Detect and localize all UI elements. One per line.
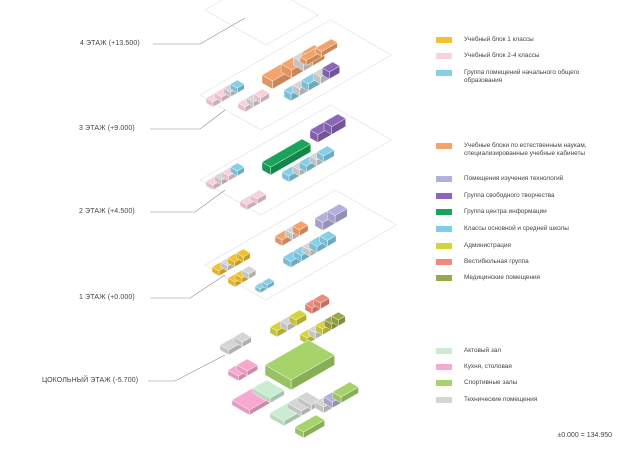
legend-swatch: [436, 243, 452, 249]
elevation-note: ±0.000 = 134.950: [557, 432, 612, 439]
room-block-top-creativity: [321, 61, 341, 73]
legend-swatch: [436, 348, 452, 354]
floor-label-1: 1 ЭТАЖ (+0.000): [79, 294, 135, 301]
legend-label: Группа помещений начального общего образ…: [464, 69, 580, 84]
legend-label: Вестибюльная группа: [464, 258, 529, 265]
leader-floor-1: [150, 274, 226, 299]
leader-floor-basement: [148, 354, 226, 382]
floor-plate-3: [199, 19, 393, 131]
legend-label: Классы основной и средней школы: [464, 225, 569, 232]
room-block-top-science: [291, 220, 309, 231]
room-block-top-technical: [233, 331, 252, 343]
floor-label-4: 4 ЭТАЖ (+13.500): [80, 40, 140, 47]
room-block-top-sports: [331, 381, 359, 398]
floor-label-2: 2 ЭТАЖ (+4.500): [79, 208, 135, 215]
floor-label-basement: ЦОКОЛЬНЫЙ ЭТАЖ (-5.700): [42, 377, 139, 384]
room-block-top-creativity: [323, 113, 347, 127]
legend-label: Технические помещения: [464, 396, 538, 403]
room-block-top-technology: [326, 203, 348, 216]
legend-label: Учебный блок 2-4 классы: [464, 52, 540, 59]
legend-label: Актовый зал: [464, 347, 502, 354]
room-block-top-sports: [294, 414, 325, 433]
leader-floor-2: [150, 189, 226, 213]
room-block-top-lobby: [313, 293, 330, 304]
legend-swatch: [436, 380, 452, 386]
room-block-top-primary_general: [229, 79, 245, 89]
room-block-top-primary_2_4: [253, 88, 270, 99]
room-block-top-sports: [264, 339, 336, 381]
legend-swatch: [436, 209, 452, 215]
legend-swatch: [436, 143, 452, 149]
room-block-top-kitchen: [236, 358, 258, 372]
room-block-top-medical: [330, 311, 346, 321]
room-block-top-info_center: [261, 138, 312, 168]
room-block-top-primary_2_4: [250, 189, 267, 200]
room-block-top-science: [315, 38, 338, 52]
room-block-top-primary_general: [319, 230, 337, 241]
leader-floor-4: [153, 17, 246, 45]
room-blocks: [205, 38, 359, 439]
legend-swatch: [436, 397, 452, 403]
legend-label: Кухня, столовая: [464, 363, 512, 370]
room-block-top-primary_general: [229, 162, 245, 172]
legend-label: Учебный блок 1 классы: [464, 36, 534, 43]
leader-floor-3: [150, 109, 226, 130]
floor-plate-1: [204, 189, 398, 301]
legend-swatch: [436, 37, 452, 43]
room-block-top-technical: [241, 265, 257, 275]
floor-label-3: 3 ЭТАЖ (+9.000): [79, 125, 135, 132]
legend-label: Администрация: [464, 242, 511, 249]
legend-swatch: [436, 70, 452, 76]
legend-label: Медицинские помещения: [464, 274, 541, 281]
legend-swatch: [436, 193, 452, 199]
room-block-top-primary_general: [261, 277, 275, 286]
legend-label: Группа свободного творчества: [464, 192, 555, 199]
legend-label: Группа центра информации: [464, 208, 547, 215]
leader-lines: [148, 17, 246, 382]
room-block-top-primary_general: [316, 145, 335, 157]
room-block-top-assembly: [252, 379, 285, 399]
room-block-top-admin: [288, 309, 307, 321]
legend-swatch: [436, 226, 452, 232]
legend-label: Помещения изучения технологий: [464, 175, 564, 182]
room-block-top-primary_1: [235, 248, 251, 258]
legend-swatch: [436, 275, 452, 281]
legend-swatch: [436, 53, 452, 59]
legend-swatch: [436, 364, 452, 370]
legend-swatch: [436, 259, 452, 265]
floor-plate-4: [204, 0, 319, 46]
legend-swatch: [436, 176, 452, 182]
legend-label: Учебные блоки по естественным наукам, сп…: [464, 142, 587, 157]
legend-label: Спортивные залы: [464, 379, 518, 386]
